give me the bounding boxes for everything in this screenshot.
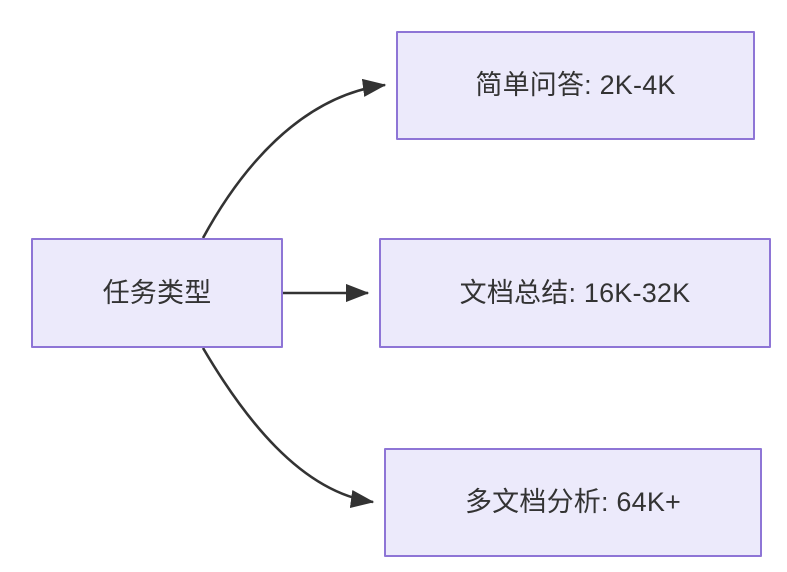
node-simple-qa-label: 简单问答: 2K-4K (475, 70, 676, 101)
node-task-type-label: 任务类型 (102, 277, 212, 308)
edge-root-to-multi-doc (201, 347, 375, 508)
node-doc-summary[interactable]: 文档总结: 16K-32K (379, 238, 771, 348)
edge-root-to-simple-qa (201, 78, 387, 239)
node-simple-qa[interactable]: 简单问答: 2K-4K (396, 31, 755, 140)
node-multi-doc-analysis-label: 多文档分析: 64K+ (464, 487, 681, 518)
node-task-type[interactable]: 任务类型 (31, 238, 283, 348)
node-doc-summary-label: 文档总结: 16K-32K (459, 277, 691, 308)
node-multi-doc-analysis[interactable]: 多文档分析: 64K+ (384, 448, 762, 557)
